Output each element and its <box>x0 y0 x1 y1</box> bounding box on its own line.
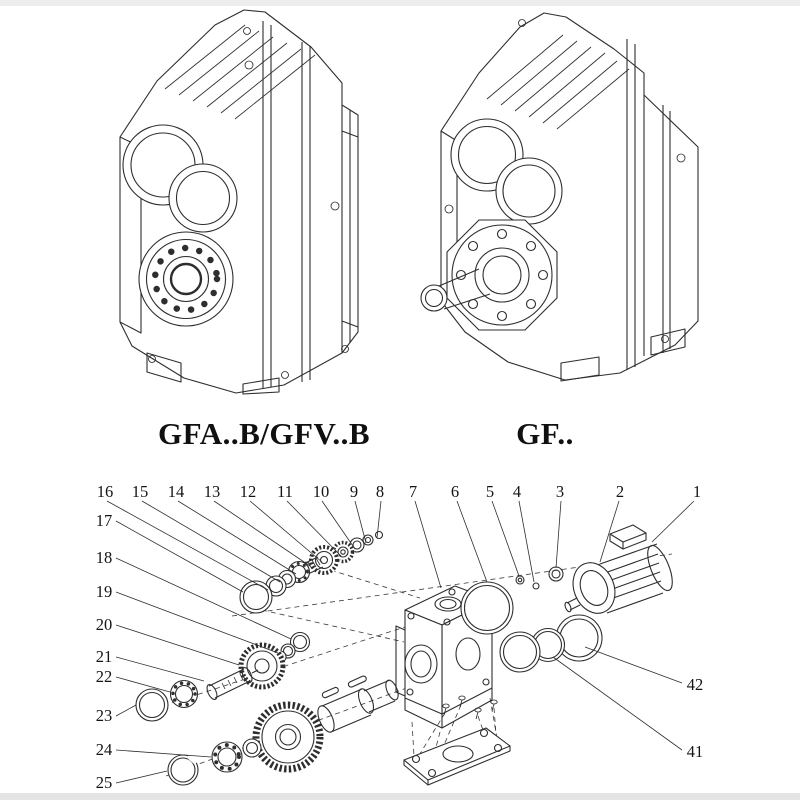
part-number-3: 3 <box>556 482 564 501</box>
part-number-4: 4 <box>513 482 521 501</box>
main-gear-part <box>167 701 324 786</box>
part-number-1: 1 <box>693 482 701 501</box>
part-number-41: 41 <box>687 742 704 761</box>
leader-line-12 <box>249 500 323 563</box>
part-number-7: 7 <box>409 482 417 501</box>
leader-line-20 <box>115 624 240 666</box>
part-number-8: 8 <box>376 482 384 501</box>
bolt-holes <box>148 27 349 379</box>
output-shaft-part <box>317 675 399 733</box>
part-number-9: 9 <box>350 482 358 501</box>
leader-line-7 <box>414 500 442 589</box>
intermediate-gear-cluster <box>135 631 311 722</box>
part-number-5: 5 <box>486 482 494 501</box>
part-number-14: 14 <box>168 482 185 501</box>
part-number-25: 25 <box>96 773 113 792</box>
part-number-2: 2 <box>616 482 624 501</box>
leader-line-10 <box>321 500 356 550</box>
part-number-20: 20 <box>96 615 113 634</box>
leader-line-5 <box>491 500 520 577</box>
part-number-13: 13 <box>204 482 221 501</box>
model-label-gfab-gfvb: GFA..B/GFV..B <box>157 416 371 451</box>
model-label-gf: GF.. <box>516 416 574 451</box>
product-view-gfab-gfvb <box>95 0 395 402</box>
leader-line-24 <box>115 749 212 758</box>
part-number-15: 15 <box>132 482 149 501</box>
part-number-24: 24 <box>96 740 113 759</box>
cooling-fins <box>164 24 316 120</box>
page-edge-bottom <box>0 793 800 800</box>
exploded-diagram: 1615141312111098765432117181920212223242… <box>96 482 704 792</box>
part-number-12: 12 <box>240 482 257 501</box>
cooling-fins <box>486 34 630 130</box>
leader-line-41 <box>552 656 683 751</box>
part-number-22: 22 <box>96 667 113 686</box>
leader-line-25 <box>115 770 168 784</box>
leader-line-16 <box>106 500 269 591</box>
leader-lines <box>106 500 695 784</box>
gearbox-housing-outline <box>119 9 359 395</box>
product-view-gf <box>413 3 713 388</box>
gearbox-bores <box>450 118 563 225</box>
leader-line-4 <box>518 500 535 583</box>
leader-line-8 <box>376 500 382 539</box>
leader-line-3 <box>555 500 562 569</box>
oring-and-plugs <box>460 566 564 635</box>
part-number-17: 17 <box>96 511 113 530</box>
part-number-10: 10 <box>313 482 330 501</box>
leader-line-22 <box>115 676 171 693</box>
leader-line-42 <box>584 646 683 684</box>
cover-screws <box>442 695 498 720</box>
leader-line-6 <box>456 500 488 583</box>
gearbox-drawing-gf <box>420 12 699 382</box>
seal-rings <box>499 614 603 673</box>
part-number-21: 21 <box>96 647 113 666</box>
leader-line-17 <box>115 520 244 593</box>
leader-line-1 <box>651 500 695 543</box>
leader-line-23 <box>115 704 137 717</box>
leader-line-11 <box>286 500 342 557</box>
leader-line-9 <box>354 500 367 544</box>
cover-plate-part <box>403 727 511 786</box>
part-number-11: 11 <box>277 482 293 501</box>
gearbox-bores <box>122 124 238 233</box>
part-number-42: 42 <box>687 675 704 694</box>
gearbox-housing-outline <box>440 12 699 382</box>
page-edge-top <box>0 0 800 6</box>
leader-line-14 <box>177 500 297 575</box>
output-bearing <box>138 231 234 327</box>
motor-part <box>564 524 673 614</box>
part-number-18: 18 <box>96 548 113 567</box>
part-number-19: 19 <box>96 582 113 601</box>
leader-line-19 <box>115 591 279 654</box>
bolt-holes <box>444 19 686 343</box>
part-number-6: 6 <box>451 482 459 501</box>
output-shaft <box>420 268 491 312</box>
input-gear-cluster <box>239 530 384 614</box>
part-number-23: 23 <box>96 706 113 725</box>
leader-line-13 <box>213 500 311 567</box>
leader-line-21 <box>115 656 205 682</box>
gearbox-drawing-gfab-gfvb <box>119 9 359 395</box>
leader-line-18 <box>115 557 292 640</box>
leader-line-15 <box>141 500 281 583</box>
part-number-16: 16 <box>97 482 114 501</box>
leader-line-2 <box>599 500 620 563</box>
